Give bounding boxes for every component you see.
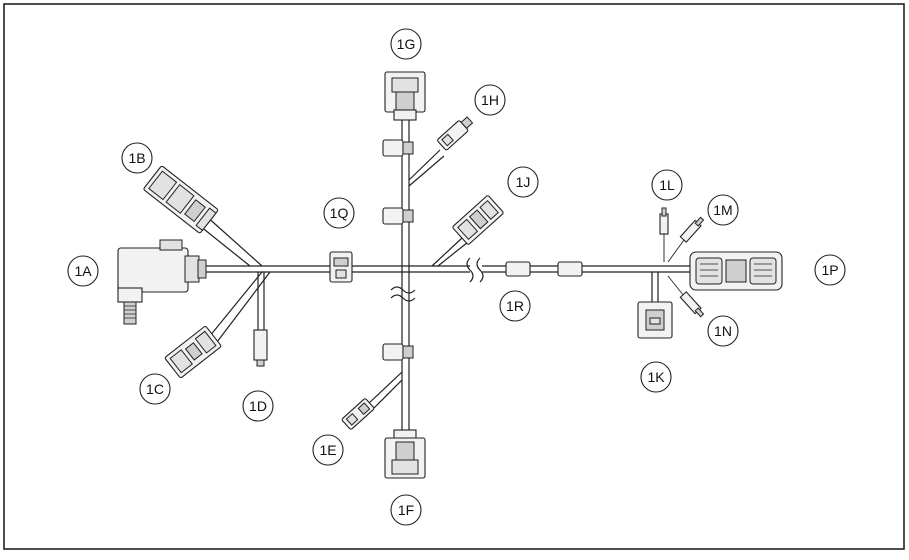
clip-vertical-3 (382, 343, 414, 361)
callout-1n: 1N (707, 315, 739, 347)
callout-1d: 1D (242, 390, 274, 422)
connector-1b (143, 165, 219, 234)
break-mark-trunk-1 (466, 257, 474, 283)
callout-1j: 1J (507, 166, 539, 198)
callout-label-1m: 1M (713, 202, 732, 218)
callout-1e: 1E (312, 434, 344, 466)
callout-label-1d: 1D (249, 398, 267, 414)
callout-1h: 1H (474, 84, 506, 116)
callout-label-1k: 1K (647, 369, 665, 385)
sleeve-1r-1 (505, 261, 531, 277)
connector-1f (384, 429, 426, 479)
clip-vertical-2 (382, 207, 414, 225)
branch-wire-1j-2 (437, 241, 469, 267)
connector-1k (637, 301, 673, 339)
branch-wire-1e-2 (371, 379, 403, 411)
callout-label-1e: 1E (319, 442, 336, 458)
break-mark-vertical-1 (390, 286, 416, 294)
callout-1f: 1F (390, 494, 422, 526)
connector-1n (679, 291, 705, 318)
connector-1d (253, 329, 268, 367)
callout-label-1r: 1R (506, 298, 524, 314)
callout-label-1c: 1C (146, 381, 164, 397)
diagram-frame (3, 3, 905, 550)
callout-label-1a: 1A (74, 263, 92, 279)
callout-label-1j: 1J (516, 174, 531, 190)
callout-label-1l: 1L (659, 177, 675, 193)
callout-label-1f: 1F (398, 502, 414, 518)
connector-1m (679, 216, 705, 243)
wires (194, 118, 690, 436)
branch-wire-1h-2 (408, 155, 445, 187)
branch-wire-1b-2 (204, 214, 263, 267)
callout-label-1q: 1Q (330, 205, 349, 221)
callout-1p: 1P (814, 254, 846, 286)
branch-wire-1h (408, 149, 441, 181)
callout-1q: 1Q (323, 197, 355, 229)
callout-1a: 1A (67, 255, 99, 287)
callout-1m: 1M (707, 194, 739, 226)
branch-wire-1n (667, 275, 685, 297)
clip-1q (329, 251, 353, 283)
callout-1c: 1C (139, 373, 171, 405)
connector-1a (117, 239, 207, 325)
clip-vertical-1 (382, 139, 414, 157)
callout-1g: 1G (390, 28, 422, 60)
break-mark-vertical-2 (390, 294, 416, 302)
branch-wire-1c-2 (213, 271, 271, 347)
branch-wire-1j (431, 237, 463, 267)
connector-1l (659, 207, 669, 235)
callout-label-1h: 1H (481, 92, 499, 108)
connector-1j (452, 195, 504, 245)
callout-label-1b: 1B (128, 150, 145, 166)
callout-1b: 1B (121, 142, 153, 174)
callout-1k: 1K (640, 361, 672, 393)
sleeve-1r-2 (557, 261, 583, 277)
branch-wire-1e (367, 371, 403, 405)
connector-1g (384, 71, 426, 121)
callout-label-1g: 1G (397, 36, 416, 52)
connector-1e (341, 398, 375, 430)
break-mark-trunk-2 (476, 257, 484, 283)
branch-wire-1m (667, 239, 685, 263)
connector-1c (164, 326, 222, 379)
branch-wire-1c (204, 271, 263, 343)
callout-label-1n: 1N (714, 323, 732, 339)
callout-1l: 1L (651, 169, 683, 201)
connector-1h (437, 116, 474, 151)
connector-1p (689, 251, 783, 291)
callout-label-1p: 1P (821, 262, 838, 278)
branch-wire-1b (194, 221, 251, 267)
callout-1r: 1R (499, 290, 531, 322)
